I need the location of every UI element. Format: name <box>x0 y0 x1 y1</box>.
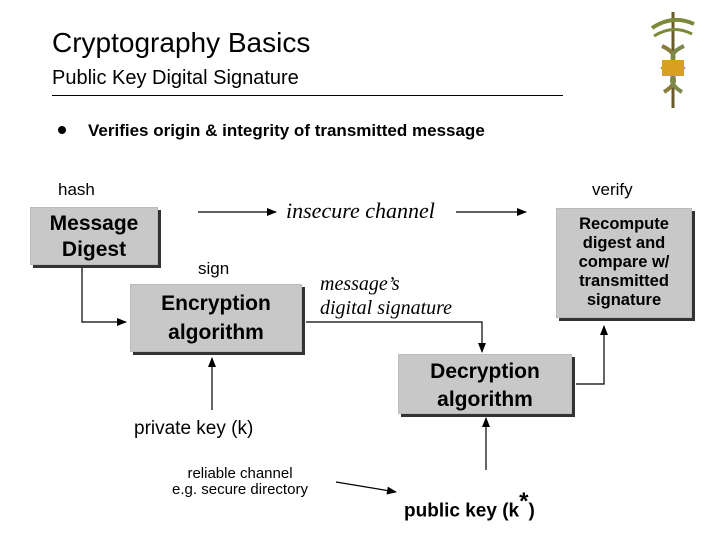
encryption-line-1: Encryption <box>161 292 271 315</box>
decryption-algorithm-box: Decryption algorithm <box>398 354 572 414</box>
bullet-icon <box>58 126 66 134</box>
public-key-star: * <box>519 488 529 515</box>
digital-signature-label: message’s digital signature <box>320 272 452 320</box>
message-digest-line-2: Digest <box>61 238 127 261</box>
encryption-line-2: algorithm <box>168 321 264 344</box>
digital-signature-line-2: digital signature <box>320 297 453 319</box>
encryption-algorithm-box: Encryption algorithm <box>130 284 302 352</box>
hash-label: hash <box>58 180 95 199</box>
encryption-to-decryption-arrow <box>306 321 486 353</box>
digest-to-encryption-arrow <box>81 268 127 326</box>
private-key-label: private key (k) <box>134 418 254 439</box>
decryption-line-1: Decryption <box>430 360 540 383</box>
recompute-line-5: signature <box>586 291 662 309</box>
page-title: Cryptography Basics <box>52 27 311 58</box>
recompute-line-1: Recompute <box>579 215 669 233</box>
reliable-channel-arrow <box>335 481 397 495</box>
caduceus-logo-icon <box>644 10 702 110</box>
message-digest-line-1: Message <box>49 212 139 235</box>
recompute-line-4: transmitted <box>579 272 669 290</box>
bullet-text: Verifies origin & integrity of transmitt… <box>88 121 485 140</box>
title-divider <box>52 95 563 96</box>
sign-label: sign <box>198 259 230 278</box>
recompute-box: Recompute digest and compare w/ transmit… <box>556 208 692 318</box>
decryption-to-recompute-arrow <box>576 325 608 385</box>
insecure-channel-label: insecure channel <box>286 198 435 223</box>
digital-signature-line-1: message’s <box>320 273 400 295</box>
decryption-line-2: algorithm <box>437 388 533 411</box>
reliable-channel-line-1: reliable channel <box>187 465 293 482</box>
reliable-channel-label: reliable channel e.g. secure directory <box>148 466 332 498</box>
public-key-close: ) <box>528 500 535 522</box>
recompute-line-2: digest and <box>582 234 666 252</box>
public-key-text: public key (k <box>404 500 520 522</box>
verify-label: verify <box>592 180 633 199</box>
message-digest-box: Message Digest <box>30 207 158 265</box>
public-key-label: public key (k*) <box>404 488 535 522</box>
reliable-channel-line-2: e.g. secure directory <box>172 481 308 498</box>
page-subtitle: Public Key Digital Signature <box>52 67 299 89</box>
recompute-line-3: compare w/ <box>578 253 670 271</box>
